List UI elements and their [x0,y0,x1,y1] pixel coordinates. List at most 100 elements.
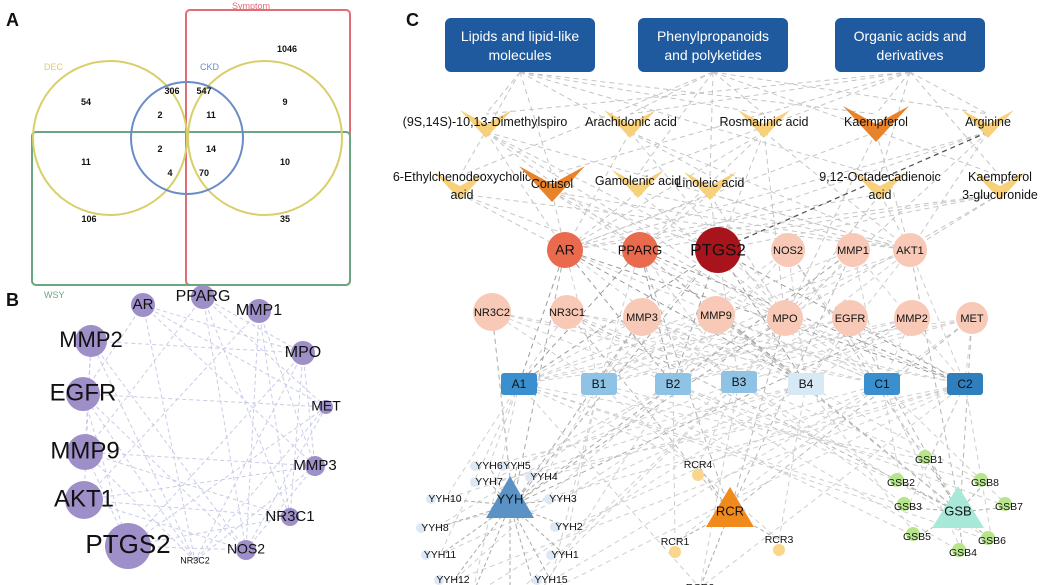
ring-edge [82,393,327,408]
ring-node-label: MET [311,398,341,414]
gsb-hub-triangle [932,486,984,528]
network-edge [434,504,511,529]
target-node-label: MMP9 [700,310,732,322]
network-edge [491,311,674,385]
network-edge [459,71,521,177]
ring-node-circle [191,285,215,309]
venn-count: 14 [206,144,216,154]
ring-edge [142,304,316,467]
network-edge [717,131,989,251]
yyh-member-dot [421,550,431,560]
network-edge [485,131,911,251]
network-edge [519,71,711,177]
ring-edge [84,451,291,518]
venn-count: 2 [157,110,162,120]
network-edge [564,381,740,556]
target-node-circle [622,232,658,268]
target-node-circle [550,295,584,329]
network-edge [566,311,961,513]
rcr-member-dot [773,544,785,556]
yyh-member-label: YYH7 [475,476,503,488]
compound-label: Kaempferol [968,170,1032,184]
network-edge [566,311,674,385]
compound-label: 6-Ethylchenodeoxycholic [393,170,531,184]
target-node-circle [767,300,803,336]
rcr-member-dot [692,469,704,481]
compound-marker [684,172,736,200]
network-edge [473,383,520,585]
ring-edge [82,393,129,547]
network-edge [672,383,964,554]
network-edge [488,383,674,483]
network-edge [488,481,511,506]
class-box: Phenylpropanoids and polyketides [638,18,788,72]
network-edge [709,193,911,251]
target-node-label: MMP1 [837,245,869,257]
gsb-member-dot [981,531,995,545]
venn-count: 10 [280,157,290,167]
venn-count: 306 [164,86,179,96]
target-node-label: MMP3 [626,312,658,324]
network-edge [637,71,714,175]
network-edge [763,131,786,319]
target-node-circle [623,298,661,336]
network-edge [909,71,989,115]
venn-count: 4 [167,168,172,178]
formula-node-label: A1 [512,377,527,391]
network-edge [525,381,740,585]
target-node-circle [956,302,988,334]
ring-edge [84,296,204,453]
ring-node-circle [281,508,299,526]
network-edge [476,504,511,585]
ring-edge [289,352,304,518]
compound-node: (9S,14S)-10,13-Dimethylspiro [403,110,567,138]
network-edge [485,131,566,251]
network-edge [629,131,911,251]
ring-edge [83,499,247,551]
yyh-member-label: YYH10 [428,493,461,505]
network-edge [518,249,854,385]
target-node-label: AR [555,242,574,258]
ring-node-circle [236,540,256,560]
compound-node: Gamolenic acid [595,170,681,198]
network-edge [875,71,911,115]
rcr-member-dot [669,546,681,558]
compound-marker [854,172,906,200]
network-edge [509,504,566,556]
class-box-label: Phenylpropanoids [657,28,769,44]
ring-node-label: MMP3 [293,457,336,474]
network-edge [551,71,911,175]
formula-node-label: B3 [732,375,747,389]
network-edge [543,383,600,478]
yyh-hub-triangle [486,476,534,518]
network-edge [551,191,786,319]
network-edge [459,193,786,319]
network-edge [518,311,568,385]
rcr-member-label: RCR4 [684,459,713,471]
network-edge [598,383,986,484]
network-edge [738,249,854,383]
ring-node-circle [75,325,107,357]
compound-node: Arachidonic acid [585,110,677,138]
gsb-member-dot [897,497,911,511]
rcr-member-label: RCR1 [661,536,690,548]
yyh-member-dot [416,523,426,533]
network-edge [551,191,911,251]
wsy-set-rect [31,131,351,286]
ring-edge [202,296,291,518]
target-node-circle [893,233,927,267]
venn-count: 547 [196,86,211,96]
yyh-member-label: YYH6 [475,460,503,472]
network-edge [564,193,1001,251]
ring-edge [302,352,316,467]
target-node-label: MMP2 [896,313,928,325]
network-edge [518,383,909,508]
venn-count: 11 [81,157,91,167]
yyh-member-dot [470,461,480,471]
network-edge [566,311,740,383]
ring-node-circle [66,377,100,411]
rcr-hub-triangle [706,487,754,527]
network-edge [805,383,986,484]
target-node-label: MET [960,313,984,325]
